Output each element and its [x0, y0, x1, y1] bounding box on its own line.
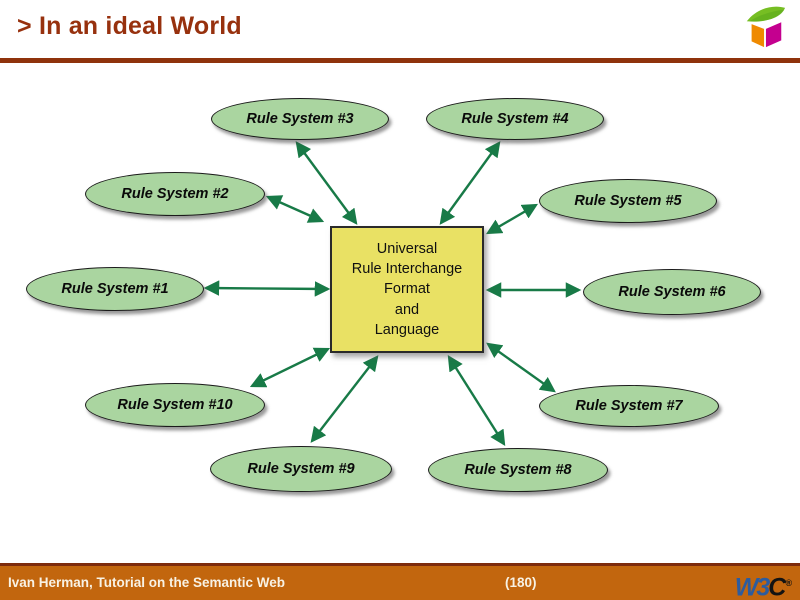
node-rule-system-4: Rule System #4 — [426, 98, 604, 140]
footer-credit: Ivan Herman, Tutorial on the Semantic We… — [8, 575, 286, 590]
hub-line: Language — [374, 321, 440, 338]
node-rule-system-3: Rule System #3 — [211, 98, 389, 140]
cube-right-face — [765, 22, 782, 48]
w3c-logo-c: C — [768, 573, 786, 600]
node-label: Rule System #4 — [461, 111, 569, 127]
node-rule-system-2: Rule System #2 — [85, 172, 265, 216]
hub-line: Universal — [376, 240, 438, 257]
node-rule-system-9: Rule System #9 — [210, 446, 392, 492]
arrow-hub-node-3 — [295, 141, 358, 225]
arrow-hub-node-9 — [310, 355, 379, 443]
node-label: Rule System #5 — [574, 193, 682, 209]
node-rule-system-8: Rule System #8 — [428, 448, 608, 492]
page-number: (180) — [505, 575, 537, 590]
node-rule-system-5: Rule System #5 — [539, 179, 717, 223]
header-divider — [0, 58, 800, 63]
hub-box-universal-rule-interchange: Universal Rule Interchange Format and La… — [330, 226, 484, 353]
footer-divider — [0, 563, 800, 566]
cube-left-face — [751, 24, 765, 48]
hub-line: Rule Interchange — [351, 261, 463, 278]
arrow-hub-node-2 — [265, 195, 325, 223]
node-label: Rule System #9 — [247, 461, 355, 477]
w3c-logo-w3: W3 — [734, 573, 770, 600]
hub-line: Format — [384, 281, 430, 298]
node-label: Rule System #8 — [464, 462, 572, 478]
page-title: > In an ideal World — [17, 12, 242, 40]
node-rule-system-1: Rule System #1 — [26, 267, 204, 311]
footer-bar — [0, 566, 800, 600]
node-label: Rule System #6 — [618, 284, 726, 300]
semantic-web-cube-icon — [746, 6, 786, 48]
arrow-hub-node-8 — [447, 355, 506, 446]
node-label: Rule System #2 — [121, 186, 229, 202]
w3c-logo: W3C® — [735, 567, 792, 600]
arrow-hub-node-1 — [203, 280, 331, 297]
arrow-hub-node-7 — [486, 342, 556, 393]
arrow-hub-node-10 — [249, 347, 331, 388]
w3c-logo-mark: ® — [785, 578, 792, 588]
node-label: Rule System #7 — [575, 398, 683, 414]
node-rule-system-10: Rule System #10 — [85, 383, 265, 427]
node-rule-system-6: Rule System #6 — [583, 269, 761, 315]
cube-leaf-shade — [749, 9, 785, 22]
arrow-hub-node-4 — [439, 141, 501, 225]
node-label: Rule System #10 — [117, 397, 233, 413]
node-label: Rule System #1 — [61, 281, 169, 297]
node-label: Rule System #3 — [246, 111, 354, 127]
node-rule-system-7: Rule System #7 — [539, 385, 719, 427]
hub-line: and — [394, 301, 420, 318]
arrow-hub-node-5 — [485, 203, 539, 235]
